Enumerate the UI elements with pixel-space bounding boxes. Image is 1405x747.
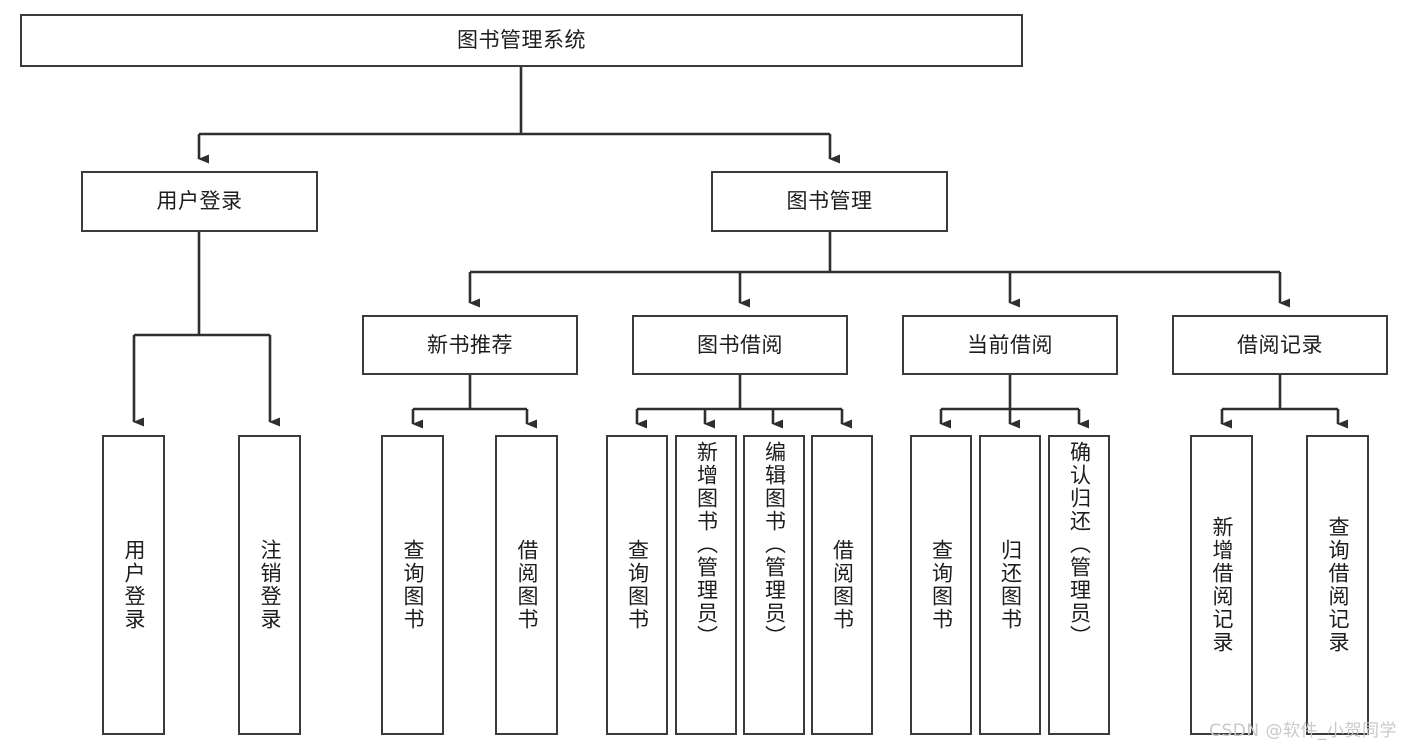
leaf-confirm-return[interactable]: 确认归还（管理员）	[1048, 435, 1110, 735]
node-label: 借阅图书	[515, 539, 539, 631]
node-book-borrow[interactable]: 图书借阅	[632, 315, 848, 375]
node-label: 查询图书	[625, 539, 650, 631]
node-new-book-recommend[interactable]: 新书推荐	[362, 315, 578, 375]
node-label: 用户登录	[122, 539, 146, 631]
node-current-borrow[interactable]: 当前借阅	[902, 315, 1118, 375]
leaf-return-book[interactable]: 归还图书	[979, 435, 1041, 735]
leaf-query-book-recommend[interactable]: 查询图书	[381, 435, 444, 735]
node-user-login[interactable]: 用户登录	[81, 171, 318, 232]
node-label: 图书借阅	[697, 332, 783, 357]
node-label: 图书管理系统	[457, 28, 586, 53]
node-label: 新增借阅记录	[1210, 516, 1234, 654]
node-label: 新书推荐	[427, 332, 513, 357]
csdn-watermark: CSDN @软件_小贺同学	[1209, 721, 1397, 741]
node-label: 查询借阅记录	[1326, 516, 1350, 654]
node-label: 用户登录	[156, 189, 243, 214]
leaf-add-borrow-record[interactable]: 新增借阅记录	[1190, 435, 1253, 735]
node-root-system[interactable]: 图书管理系统	[20, 14, 1023, 67]
leaf-borrow-book-recommend[interactable]: 借阅图书	[495, 435, 558, 735]
node-label: 新增图书（管理员）	[694, 441, 719, 648]
node-label: 确认归还（管理员）	[1067, 441, 1092, 648]
node-label: 编辑图书（管理员）	[762, 441, 787, 648]
leaf-edit-book[interactable]: 编辑图书（管理员）	[743, 435, 805, 735]
leaf-user-login[interactable]: 用户登录	[102, 435, 165, 735]
node-label: 借阅图书	[830, 539, 855, 631]
leaf-add-book[interactable]: 新增图书（管理员）	[675, 435, 737, 735]
leaf-borrow-book-borrow[interactable]: 借阅图书	[811, 435, 873, 735]
node-borrow-record[interactable]: 借阅记录	[1172, 315, 1388, 375]
node-label: 图书管理	[786, 189, 873, 214]
node-label: 注销登录	[258, 539, 282, 631]
leaf-query-borrow-record[interactable]: 查询借阅记录	[1306, 435, 1369, 735]
leaf-logout-login[interactable]: 注销登录	[238, 435, 301, 735]
node-book-manage[interactable]: 图书管理	[711, 171, 948, 232]
node-label: 查询图书	[401, 539, 425, 631]
node-label: 查询图书	[929, 539, 954, 631]
node-label: 归还图书	[998, 539, 1023, 631]
leaf-query-book-borrow[interactable]: 查询图书	[606, 435, 668, 735]
node-label: 当前借阅	[967, 332, 1053, 357]
leaf-query-book-current[interactable]: 查询图书	[910, 435, 972, 735]
node-label: 借阅记录	[1237, 332, 1323, 357]
